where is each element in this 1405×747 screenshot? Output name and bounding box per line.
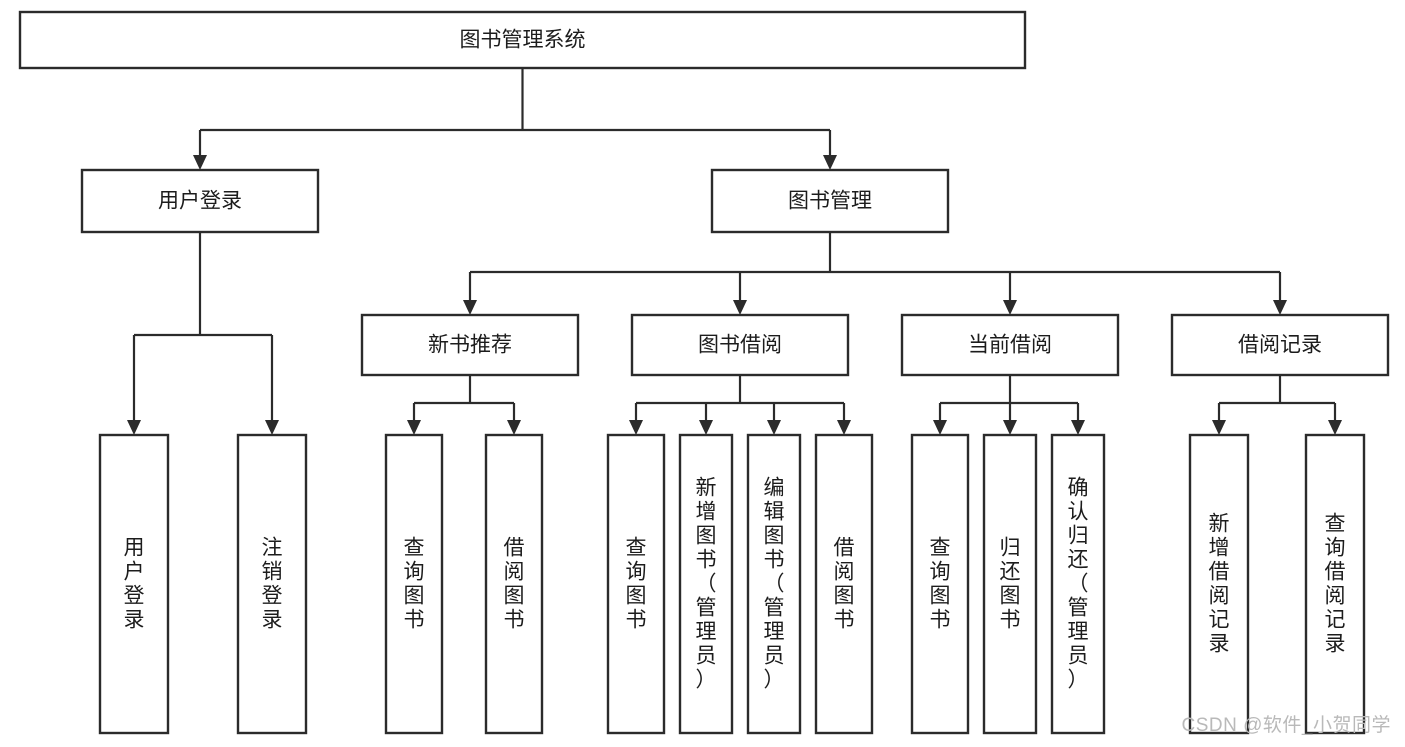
arrow-head-leaf-return-book bbox=[1003, 420, 1017, 435]
node-label-leaf-query-record: 查询借阅记录 bbox=[1325, 513, 1346, 656]
node-leaf-return-book[interactable]: 归还图书 bbox=[982, 433, 1038, 735]
arrow-head-leaf-query-book-1 bbox=[407, 420, 421, 435]
connector-layer bbox=[127, 68, 1342, 435]
node-box-book-borrow bbox=[630, 313, 850, 377]
node-leaf-add-record[interactable]: 新增借阅记录 bbox=[1188, 433, 1250, 735]
node-label-leaf-return-book: 归还图书 bbox=[1000, 537, 1021, 632]
node-box-borrow-record bbox=[1170, 313, 1390, 377]
node-box-current-borrow bbox=[900, 313, 1120, 377]
node-root[interactable]: 图书管理系统 bbox=[18, 10, 1027, 70]
arrow-head-leaf-query-book-2 bbox=[629, 420, 643, 435]
arrow-head-leaf-user-login bbox=[127, 420, 141, 435]
node-label-leaf-borrow-book-1: 借阅图书 bbox=[504, 537, 525, 632]
node-layer: 图书管理系统用户登录图书管理新书推荐图书借阅当前借阅借阅记录用户登录注销登录查询… bbox=[18, 10, 1390, 735]
node-box-new-book-recommend bbox=[360, 313, 580, 377]
arrow-head-leaf-borrow-book-2 bbox=[837, 420, 851, 435]
node-box-leaf-add-record bbox=[1188, 433, 1250, 735]
node-box-leaf-query-book-3 bbox=[910, 433, 970, 735]
node-label-leaf-confirm-return: 确认归还（管理员） bbox=[1068, 477, 1089, 692]
node-box-user-login bbox=[80, 168, 320, 234]
node-label-leaf-add-book: 新增图书（管理员） bbox=[696, 477, 717, 692]
arrow-head-current-borrow bbox=[1003, 300, 1017, 315]
node-box-leaf-add-book bbox=[678, 433, 734, 735]
arrow-head-leaf-borrow-book-1 bbox=[507, 420, 521, 435]
node-book-borrow[interactable]: 图书借阅 bbox=[630, 313, 850, 377]
node-leaf-borrow-book-1[interactable]: 借阅图书 bbox=[484, 433, 544, 735]
node-label-current-borrow: 当前借阅 bbox=[968, 334, 1052, 357]
node-new-book-recommend[interactable]: 新书推荐 bbox=[360, 313, 580, 377]
node-leaf-borrow-book-2[interactable]: 借阅图书 bbox=[814, 433, 874, 735]
node-box-book-manage bbox=[710, 168, 950, 234]
node-label-leaf-user-logout: 注销登录 bbox=[262, 537, 283, 632]
node-leaf-user-logout[interactable]: 注销登录 bbox=[236, 433, 308, 735]
node-box-leaf-user-login bbox=[98, 433, 170, 735]
node-box-leaf-query-record bbox=[1304, 433, 1366, 735]
arrow-head-leaf-user-logout bbox=[265, 420, 279, 435]
node-box-leaf-query-book-2 bbox=[606, 433, 666, 735]
node-label-root: 图书管理系统 bbox=[460, 29, 586, 52]
node-label-book-borrow: 图书借阅 bbox=[698, 334, 782, 357]
arrow-head-leaf-add-book bbox=[699, 420, 713, 435]
node-leaf-query-book-1[interactable]: 查询图书 bbox=[384, 433, 444, 735]
node-label-borrow-record: 借阅记录 bbox=[1238, 334, 1322, 357]
node-label-leaf-borrow-book-2: 借阅图书 bbox=[834, 537, 855, 632]
node-label-leaf-edit-book: 编辑图书（管理员） bbox=[764, 477, 785, 692]
arrow-head-book-borrow bbox=[733, 300, 747, 315]
node-box-leaf-return-book bbox=[982, 433, 1038, 735]
node-label-user-login: 用户登录 bbox=[158, 190, 242, 213]
node-user-login[interactable]: 用户登录 bbox=[80, 168, 320, 234]
node-leaf-edit-book[interactable]: 编辑图书（管理员） bbox=[746, 433, 802, 735]
node-borrow-record[interactable]: 借阅记录 bbox=[1170, 313, 1390, 377]
arrow-head-leaf-query-record bbox=[1328, 420, 1342, 435]
node-book-manage[interactable]: 图书管理 bbox=[710, 168, 950, 234]
node-label-new-book-recommend: 新书推荐 bbox=[428, 334, 512, 357]
node-label-leaf-query-book-2: 查询图书 bbox=[626, 537, 647, 632]
arrow-head-leaf-query-book-3 bbox=[933, 420, 947, 435]
node-leaf-query-record[interactable]: 查询借阅记录 bbox=[1304, 433, 1366, 735]
node-leaf-add-book[interactable]: 新增图书（管理员） bbox=[678, 433, 734, 735]
node-label-leaf-add-record: 新增借阅记录 bbox=[1209, 513, 1230, 656]
node-box-leaf-borrow-book-2 bbox=[814, 433, 874, 735]
arrow-head-leaf-add-record bbox=[1212, 420, 1226, 435]
node-label-book-manage: 图书管理 bbox=[788, 190, 872, 213]
node-current-borrow[interactable]: 当前借阅 bbox=[900, 313, 1120, 377]
arrow-head-borrow-record bbox=[1273, 300, 1287, 315]
node-box-leaf-confirm-return bbox=[1050, 433, 1106, 735]
node-box-root bbox=[18, 10, 1027, 70]
arrow-head-leaf-confirm-return bbox=[1071, 420, 1085, 435]
arrow-head-leaf-edit-book bbox=[767, 420, 781, 435]
node-label-leaf-query-book-3: 查询图书 bbox=[930, 537, 951, 632]
node-box-leaf-user-logout bbox=[236, 433, 308, 735]
arrow-head-book-manage bbox=[823, 155, 837, 170]
node-label-leaf-user-login: 用户登录 bbox=[124, 537, 145, 632]
node-label-leaf-query-book-1: 查询图书 bbox=[404, 537, 425, 632]
node-leaf-user-login[interactable]: 用户登录 bbox=[98, 433, 170, 735]
node-box-leaf-query-book-1 bbox=[384, 433, 444, 735]
node-box-leaf-borrow-book-1 bbox=[484, 433, 544, 735]
node-leaf-query-book-3[interactable]: 查询图书 bbox=[910, 433, 970, 735]
arrow-head-user-login bbox=[193, 155, 207, 170]
node-leaf-query-book-2[interactable]: 查询图书 bbox=[606, 433, 666, 735]
node-leaf-confirm-return[interactable]: 确认归还（管理员） bbox=[1050, 433, 1106, 735]
node-box-leaf-edit-book bbox=[746, 433, 802, 735]
arrow-head-new-book-recommend bbox=[463, 300, 477, 315]
